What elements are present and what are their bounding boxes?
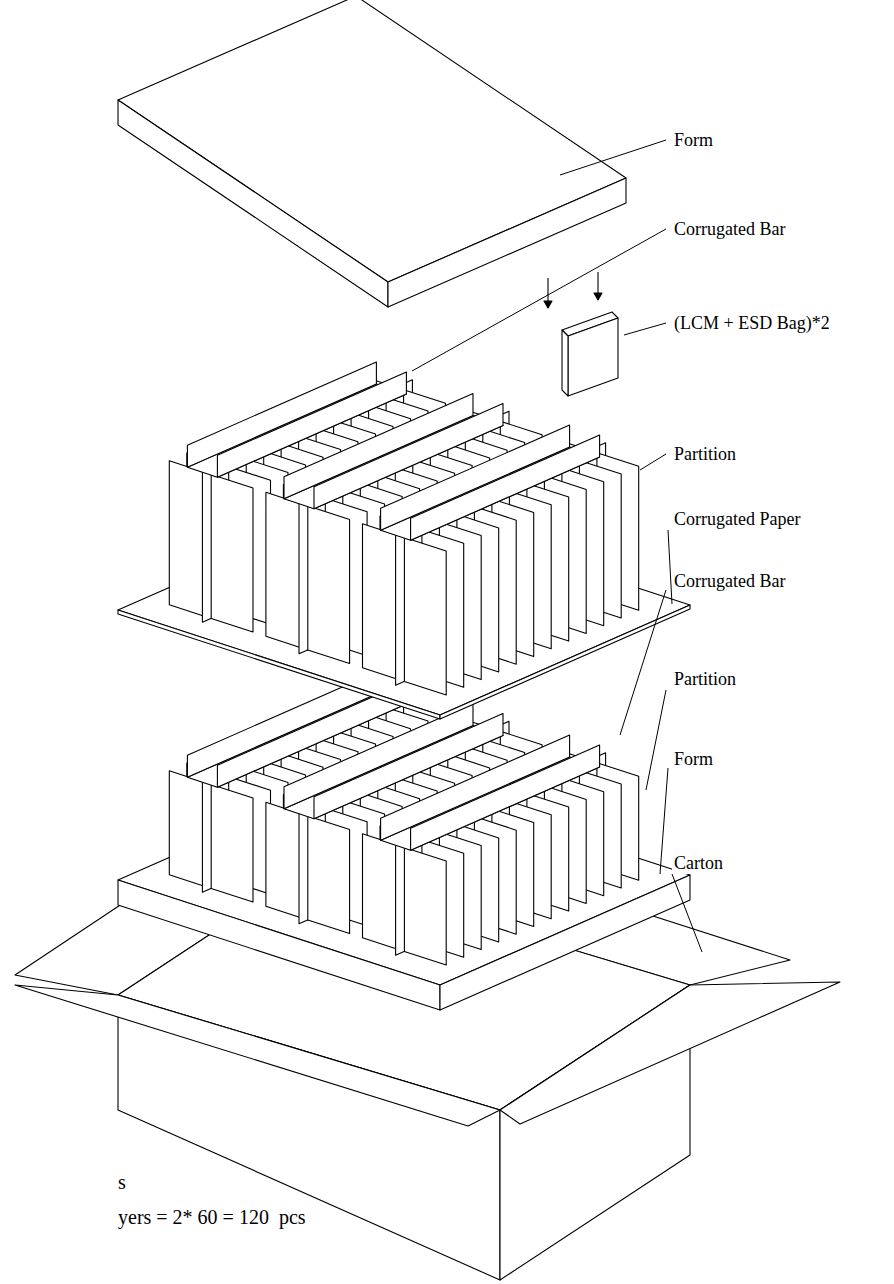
leader-line bbox=[646, 690, 666, 790]
carton-flap bbox=[500, 982, 840, 1124]
leader-line bbox=[668, 530, 672, 604]
leader-line bbox=[560, 140, 666, 175]
partition-fin bbox=[404, 847, 446, 965]
lcm-bag bbox=[568, 318, 618, 396]
corrugated-bar bbox=[411, 745, 600, 850]
carton-side bbox=[118, 995, 500, 1280]
leader-line bbox=[412, 229, 666, 371]
insert-arrow bbox=[544, 301, 552, 308]
part-label: Corrugated Paper bbox=[672, 508, 802, 530]
part-label: (LCM + ESD Bag)*2 bbox=[672, 312, 832, 334]
part-label: Corrugated Bar bbox=[672, 570, 787, 592]
leader-line bbox=[640, 454, 666, 470]
foam-form bbox=[118, 100, 388, 307]
foam-form bbox=[118, 0, 626, 282]
partition-fin bbox=[211, 784, 253, 902]
note-text: yers = 2* 60 = 120 pcs bbox=[116, 1205, 308, 1229]
leader-line bbox=[672, 874, 702, 952]
leader-line bbox=[620, 590, 666, 735]
part-label: Partition bbox=[672, 443, 738, 465]
note-text: s bbox=[116, 1170, 128, 1194]
part-label: Corrugated Bar bbox=[672, 218, 787, 240]
leader-line bbox=[660, 768, 668, 874]
corrugated-bar bbox=[411, 435, 600, 540]
partition-fin bbox=[211, 474, 253, 632]
partition-fin bbox=[404, 537, 446, 695]
partition-fin bbox=[308, 816, 350, 934]
lcm-bag bbox=[562, 330, 568, 396]
partition-fin bbox=[308, 506, 350, 664]
leader-line bbox=[624, 323, 666, 335]
part-label: Partition bbox=[672, 668, 738, 690]
part-label: Form bbox=[672, 748, 715, 770]
part-label: Carton bbox=[672, 852, 725, 874]
foam-form bbox=[388, 178, 626, 307]
insert-arrow bbox=[594, 293, 602, 300]
part-label: Form bbox=[672, 129, 715, 151]
